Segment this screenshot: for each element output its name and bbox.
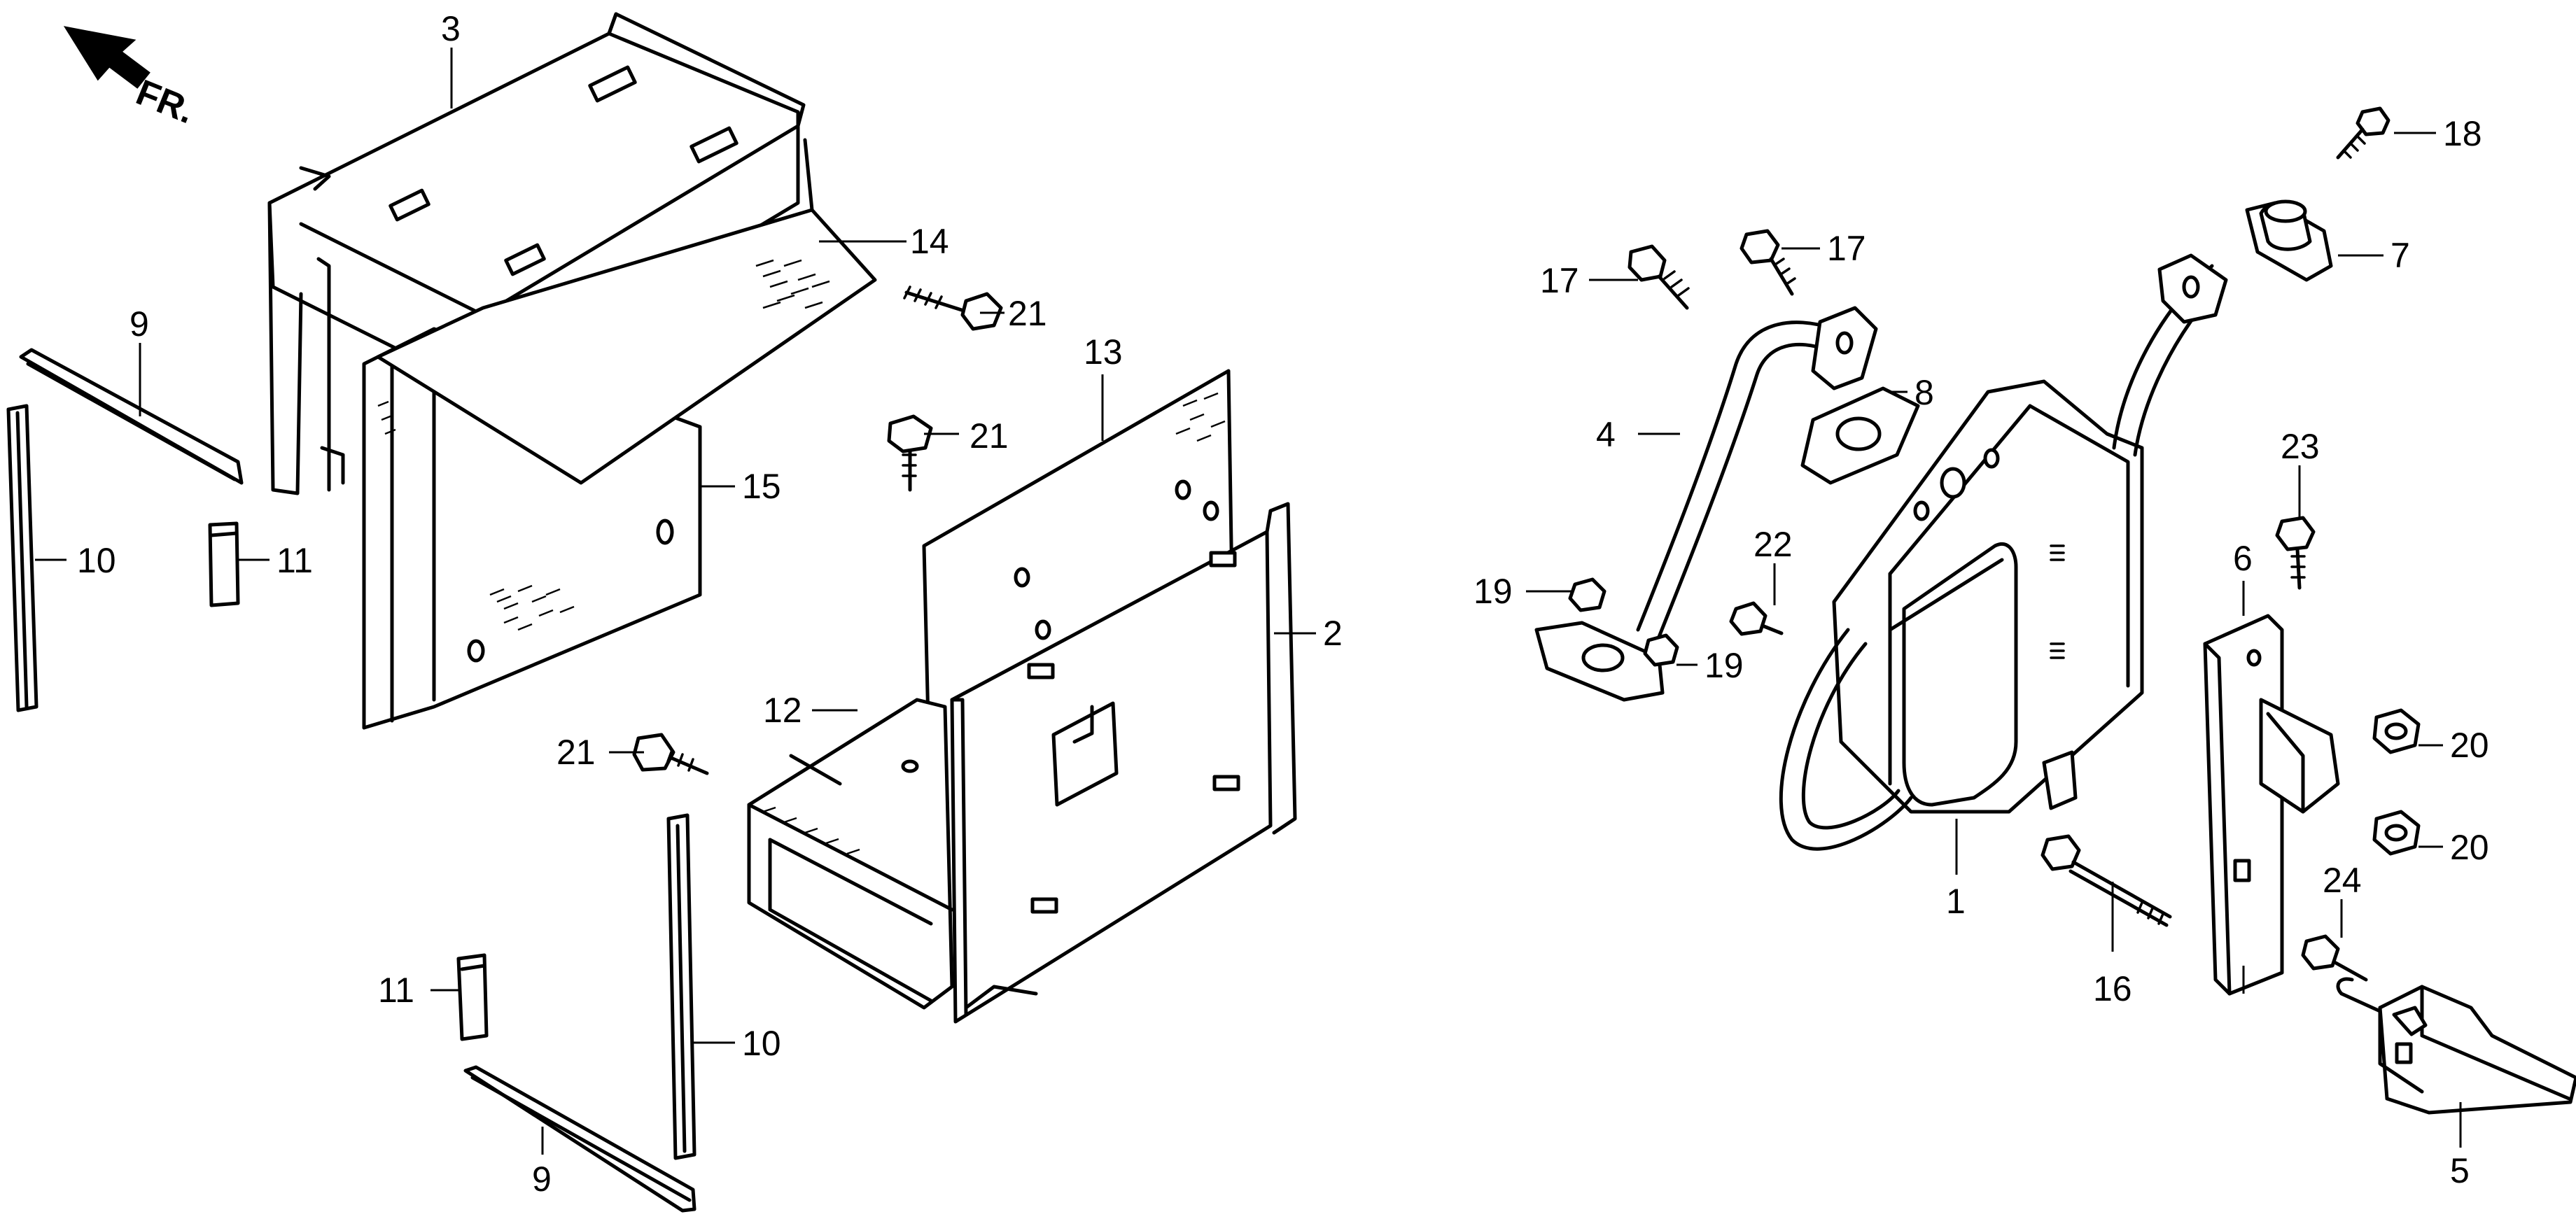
callout-17-left: 17 bbox=[1540, 261, 1579, 300]
callout-21-c: 21 bbox=[556, 733, 596, 772]
part-2-front-plate bbox=[950, 500, 1297, 1024]
part-18-bolt bbox=[2336, 106, 2390, 160]
part-23-bolt bbox=[2275, 516, 2316, 590]
part-11-clip-upper bbox=[208, 521, 240, 607]
callout-19-b: 19 bbox=[1704, 646, 1744, 685]
callout-7: 7 bbox=[2390, 236, 2410, 275]
part-19-nut-a bbox=[1568, 577, 1606, 612]
part-24-bolt bbox=[2301, 934, 2368, 982]
part-21-bolt-b bbox=[887, 414, 933, 492]
callout-11-upper: 11 bbox=[276, 541, 313, 580]
callout-10-upper: 10 bbox=[77, 541, 116, 580]
front-direction-arrow: FR. bbox=[63, 26, 200, 132]
callout-8: 8 bbox=[1914, 373, 1934, 412]
part-20-nut-b bbox=[2372, 810, 2421, 856]
callout-3: 3 bbox=[441, 9, 461, 48]
callout-14: 14 bbox=[910, 222, 949, 261]
part-9-strip-lower bbox=[463, 1065, 696, 1213]
part-5-lower-bracket bbox=[2336, 977, 2576, 1115]
callout-10-lower: 10 bbox=[742, 1024, 781, 1063]
callout-13: 13 bbox=[1084, 332, 1123, 372]
callout-17-right: 17 bbox=[1827, 229, 1866, 268]
callout-20-b: 20 bbox=[2450, 828, 2489, 867]
leader-lines bbox=[35, 48, 2462, 1155]
callout-18: 18 bbox=[2443, 114, 2482, 153]
part-1-muffler bbox=[1779, 253, 2228, 851]
part-11-clip-lower bbox=[456, 953, 489, 1041]
callout-21-a: 21 bbox=[1008, 294, 1047, 333]
callout-23: 23 bbox=[2281, 427, 2320, 466]
part-7-cap bbox=[2245, 199, 2333, 282]
arrow-icon bbox=[63, 26, 150, 89]
part-21-bolt-c bbox=[632, 733, 709, 775]
callout-20-a: 20 bbox=[2450, 726, 2489, 765]
callout-22: 22 bbox=[1754, 525, 1793, 564]
part-9-strip-upper bbox=[19, 348, 244, 485]
part-10-strip-upper bbox=[6, 404, 38, 712]
callout-1: 1 bbox=[1946, 882, 1966, 921]
part-21-bolt-a bbox=[903, 286, 1003, 331]
callout-24: 24 bbox=[2323, 861, 2362, 900]
part-12-lower-box bbox=[747, 698, 954, 1010]
part-8-gasket bbox=[1800, 386, 1920, 485]
part-16-long-bolt bbox=[2040, 834, 2172, 927]
callouts: 3 14 21 21 9 10 11 15 13 2 12 21 11 10 9… bbox=[77, 9, 2489, 1199]
callout-12: 12 bbox=[763, 691, 802, 730]
part-6-bracket bbox=[2203, 614, 2340, 996]
callout-9-lower: 9 bbox=[532, 1160, 552, 1199]
part-4-exhaust-pipe bbox=[1534, 306, 1878, 702]
callout-5: 5 bbox=[2450, 1151, 2470, 1190]
part-19-nut-b bbox=[1643, 633, 1679, 667]
callout-4: 4 bbox=[1596, 415, 1616, 454]
callout-11-lower: 11 bbox=[378, 971, 414, 1010]
part-10-strip-lower bbox=[666, 813, 696, 1160]
callout-6: 6 bbox=[2233, 539, 2253, 578]
callout-15: 15 bbox=[742, 467, 781, 506]
part-17-bolt-left bbox=[1628, 244, 1690, 310]
callout-9-upper: 9 bbox=[130, 304, 149, 344]
callout-19-a: 19 bbox=[1474, 572, 1513, 611]
part-17-bolt-right bbox=[1740, 229, 1796, 296]
part-20-nut-a bbox=[2372, 708, 2421, 754]
callout-2: 2 bbox=[1323, 614, 1343, 653]
part-14-top-plate bbox=[376, 208, 877, 485]
part-22-bolt bbox=[1729, 601, 1784, 636]
callout-21-b: 21 bbox=[969, 416, 1009, 456]
callout-16: 16 bbox=[2093, 969, 2132, 1008]
